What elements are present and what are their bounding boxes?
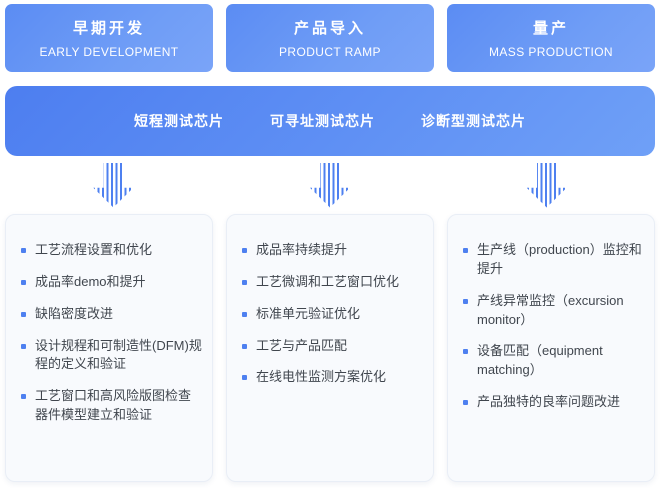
card-list: 成品率持续提升 工艺微调和工艺窗口优化 标准单元验证优化 工艺与产品匹配 在线电… bbox=[239, 241, 423, 387]
bullet-icon bbox=[21, 394, 26, 400]
list-item: 设计规程和可制造性(DFM)规程的定义和验证 bbox=[18, 337, 202, 375]
list-item-text: 工艺窗口和高风险版图检查器件模型建立和验证 bbox=[35, 388, 192, 423]
card-product-ramp: 成品率持续提升 工艺微调和工艺窗口优化 标准单元验证优化 工艺与产品匹配 在线电… bbox=[226, 214, 434, 482]
list-item: 产线异常监控（excursion monitor） bbox=[460, 292, 644, 330]
list-item: 成品率demo和提升 bbox=[18, 273, 202, 292]
list-item-text: 工艺与产品匹配 bbox=[256, 337, 348, 353]
list-item-text: 工艺微调和工艺窗口优化 bbox=[256, 273, 400, 289]
stage-header-row: 早期开发 EARLY DEVELOPMENT 产品导入 PRODUCT RAMP… bbox=[5, 4, 655, 72]
bullet-icon bbox=[463, 400, 468, 406]
list-item: 缺陷密度改进 bbox=[18, 305, 202, 324]
list-item: 工艺流程设置和优化 bbox=[18, 241, 202, 260]
list-item: 设备匹配（equipment matching） bbox=[460, 342, 644, 380]
cards-row: 工艺流程设置和优化 成品率demo和提升 缺陷密度改进 设计规程和可制造性(DF… bbox=[5, 214, 655, 482]
bullet-icon bbox=[242, 343, 247, 349]
list-item-text: 产品独特的良率问题改进 bbox=[477, 394, 621, 410]
card-mass-production: 生产线（production）监控和提升 产线异常监控（excursion mo… bbox=[447, 214, 655, 482]
bullet-icon bbox=[242, 279, 247, 285]
down-arrow-icon bbox=[309, 162, 350, 208]
band-label-short-loop-test-chip: 短程测试芯片 bbox=[134, 113, 224, 129]
list-item-text: 产线异常监控（excursion monitor） bbox=[477, 292, 624, 327]
list-item: 成品率持续提升 bbox=[239, 241, 423, 260]
stage-title-en: MASS PRODUCTION bbox=[488, 45, 613, 59]
stage-title-zh: 产品导入 bbox=[293, 20, 366, 37]
stage-title-en: PRODUCT RAMP bbox=[279, 45, 381, 59]
list-item-text: 成品率demo和提升 bbox=[35, 273, 146, 289]
list-item-text: 工艺流程设置和优化 bbox=[35, 242, 153, 257]
bullet-icon bbox=[242, 248, 247, 253]
list-item: 产品独特的良率问题改进 bbox=[460, 393, 644, 412]
bullet-icon bbox=[21, 343, 26, 349]
down-arrow-icon bbox=[93, 162, 134, 208]
bullet-icon bbox=[463, 349, 468, 355]
bullet-icon bbox=[242, 375, 247, 381]
stage-title-zh: 早期开发 bbox=[72, 20, 145, 37]
list-item-text: 设备匹配（equipment matching） bbox=[477, 343, 603, 378]
stage-header-early-development: 早期开发 EARLY DEVELOPMENT bbox=[5, 4, 213, 72]
bullet-icon bbox=[21, 248, 26, 253]
stage-header-mass-production: 量产 MASS PRODUCTION bbox=[447, 4, 655, 72]
card-list: 工艺流程设置和优化 成品率demo和提升 缺陷密度改进 设计规程和可制造性(DF… bbox=[18, 241, 202, 425]
list-item: 生产线（production）监控和提升 bbox=[460, 241, 644, 279]
arrow-row bbox=[5, 156, 655, 214]
bullet-icon bbox=[242, 311, 247, 317]
list-item: 工艺窗口和高风险版图检查器件模型建立和验证 bbox=[18, 387, 202, 425]
list-item-text: 生产线（production）监控和提升 bbox=[477, 242, 642, 276]
bullet-icon bbox=[21, 311, 26, 317]
band-label-addressable-test-chip: 可寻址测试芯片 bbox=[270, 113, 375, 129]
card-list: 生产线（production）监控和提升 产线异常监控（excursion mo… bbox=[460, 241, 644, 412]
list-item-text: 标准单元验证优化 bbox=[256, 305, 361, 321]
stage-header-product-ramp: 产品导入 PRODUCT RAMP bbox=[226, 4, 434, 72]
stage-title-en: EARLY DEVELOPMENT bbox=[39, 45, 179, 59]
list-item-text: 成品率持续提升 bbox=[256, 242, 348, 257]
stage-title-zh: 量产 bbox=[532, 20, 569, 37]
bullet-icon bbox=[463, 248, 468, 253]
down-arrow-icon bbox=[526, 162, 567, 208]
bullet-icon bbox=[21, 279, 26, 285]
card-early-development: 工艺流程设置和优化 成品率demo和提升 缺陷密度改进 设计规程和可制造性(DF… bbox=[5, 214, 213, 482]
bullet-icon bbox=[463, 298, 468, 304]
list-item-text: 在线电性监测方案优化 bbox=[256, 369, 387, 385]
list-item-text: 缺陷密度改进 bbox=[35, 305, 114, 321]
list-item: 在线电性监测方案优化 bbox=[239, 368, 423, 387]
band-label-diagnostic-test-chip: 诊断型测试芯片 bbox=[421, 113, 526, 129]
list-item-text: 设计规程和可制造性(DFM)规程的定义和验证 bbox=[35, 337, 202, 372]
list-item: 工艺与产品匹配 bbox=[239, 337, 423, 356]
list-item: 工艺微调和工艺窗口优化 bbox=[239, 273, 423, 292]
list-item: 标准单元验证优化 bbox=[239, 305, 423, 324]
test-chip-band: 短程测试芯片 可寻址测试芯片 诊断型测试芯片 bbox=[5, 86, 655, 156]
